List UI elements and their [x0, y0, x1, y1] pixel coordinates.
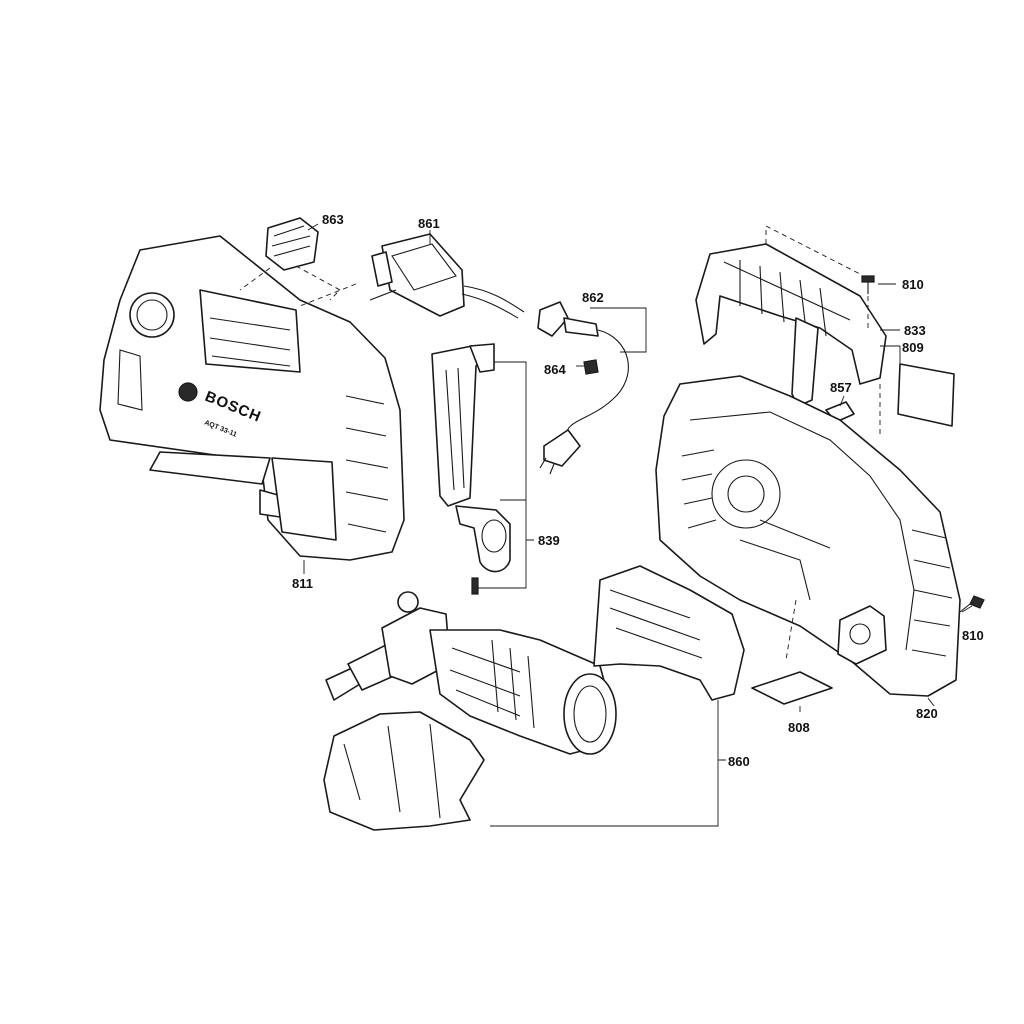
callout-857: 857	[830, 380, 852, 395]
callout-833: 833	[904, 323, 926, 338]
callout-808: 808	[788, 720, 810, 735]
callout-861: 861	[418, 216, 440, 231]
callout-810-top: 810	[902, 277, 924, 292]
callout-809: 809	[902, 340, 924, 355]
callout-863: 863	[322, 212, 344, 227]
callout-811: 811	[292, 576, 313, 591]
part-860-pump-motor	[323, 565, 745, 831]
part-820-rear-housing	[655, 375, 961, 697]
callout-864: 864	[544, 362, 566, 377]
part-863-knob	[239, 217, 341, 301]
callout-860: 860	[728, 754, 750, 769]
callout-862: 862	[582, 290, 604, 305]
part-810-screw-side	[959, 595, 985, 613]
part-809-label-plate	[897, 363, 955, 427]
part-862-power-cord	[537, 301, 629, 475]
part-861-switch-module	[299, 233, 525, 319]
part-811-front-housing: BOSCH AQT 33-11	[99, 235, 405, 561]
part-833-handle-frame	[695, 225, 887, 407]
callout-820: 820	[916, 706, 938, 721]
callout-810-side: 810	[962, 628, 984, 643]
part-839-hose-holder	[431, 343, 511, 595]
callout-labels: 863 861 862 864 810 833 809 857 839 811 …	[292, 212, 984, 769]
callout-839: 839	[538, 533, 560, 548]
leader-lines	[303, 223, 973, 827]
part-808-sheet	[751, 671, 833, 705]
part-864-clip	[583, 359, 599, 375]
part-810-screw-top	[861, 275, 875, 330]
